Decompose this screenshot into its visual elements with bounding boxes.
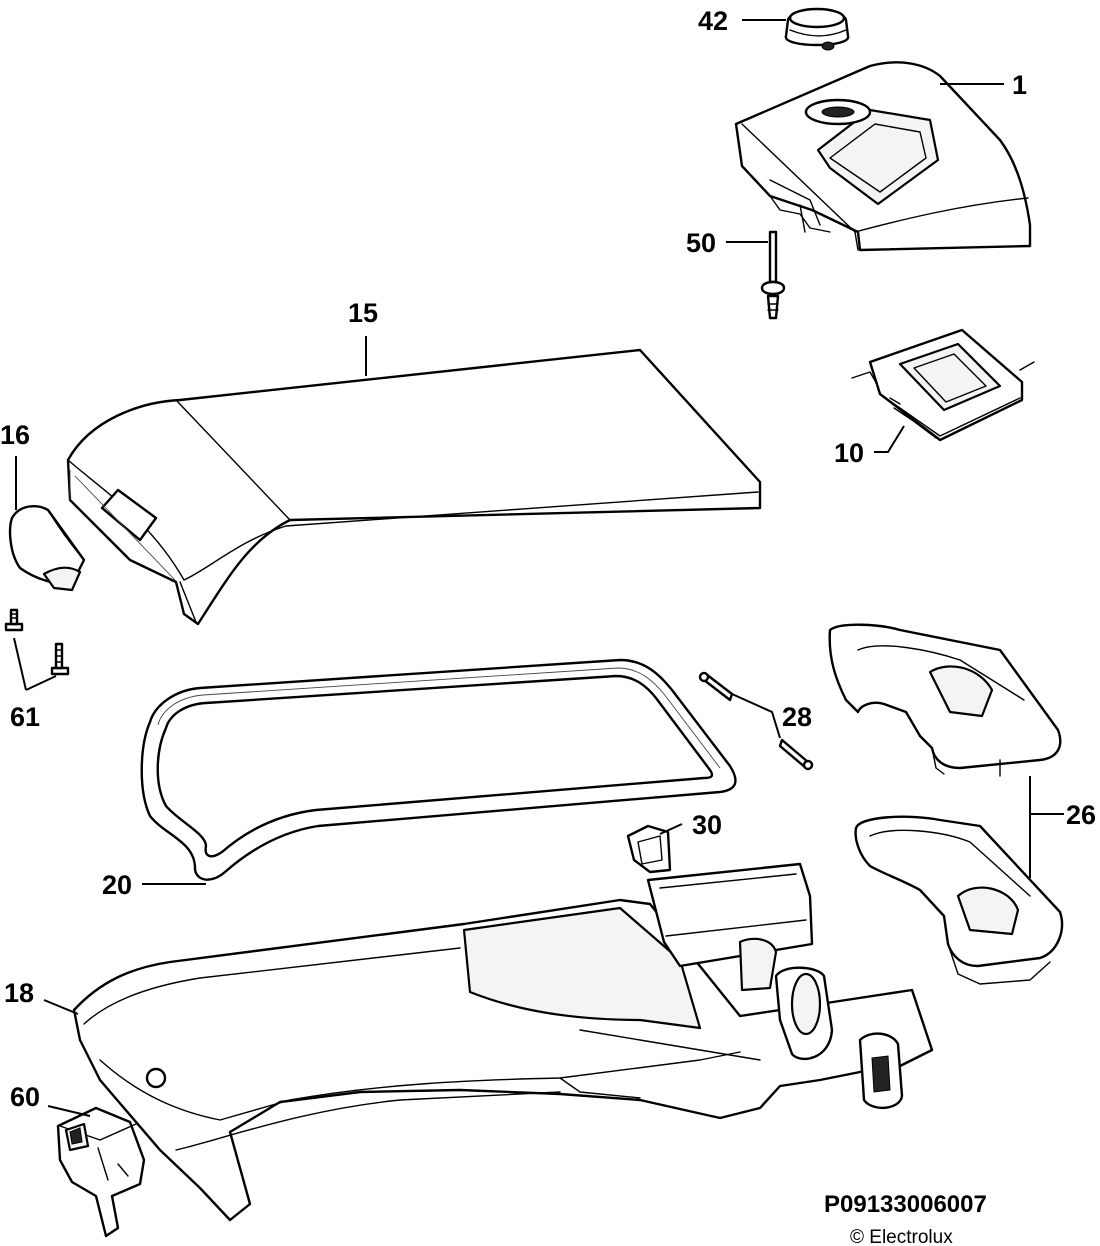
label-part-16: 16 <box>0 420 30 450</box>
part-26-handle-top <box>828 623 1062 777</box>
part-28-pins <box>698 671 814 771</box>
label-part-60: 60 <box>10 1082 40 1112</box>
part-30-clip <box>626 824 672 874</box>
part-15-lid <box>66 348 762 626</box>
label-part-28: 28 <box>782 702 812 732</box>
part-26-handle-bottom <box>854 815 1064 985</box>
label-part-50: 50 <box>686 228 716 258</box>
part-10-dispenser-insert <box>851 328 1035 442</box>
label-part-15: 15 <box>348 298 378 328</box>
label-part-1: 1 <box>1012 70 1027 100</box>
part-16-end-cap <box>8 505 86 592</box>
label-part-18: 18 <box>4 978 34 1008</box>
label-part-26: 26 <box>1066 800 1096 830</box>
label-part-42: 42 <box>698 6 728 36</box>
label-part-30: 30 <box>692 810 722 840</box>
part-60-lock <box>56 1106 146 1238</box>
copyright-notice: © Electrolux <box>850 1227 953 1246</box>
part-18-housing <box>72 862 934 1222</box>
label-part-20: 20 <box>102 870 132 900</box>
label-part-61: 61 <box>10 702 40 732</box>
part-42-knob <box>784 7 850 51</box>
part-50-rivet <box>760 230 786 320</box>
leader-lines <box>13 19 1064 1117</box>
part-20-gasket <box>140 658 737 881</box>
part-61-screws <box>4 608 70 676</box>
drawing-code: P09133006007 <box>824 1191 987 1218</box>
label-part-10: 10 <box>834 438 864 468</box>
part-1-top-cover <box>734 61 1032 252</box>
